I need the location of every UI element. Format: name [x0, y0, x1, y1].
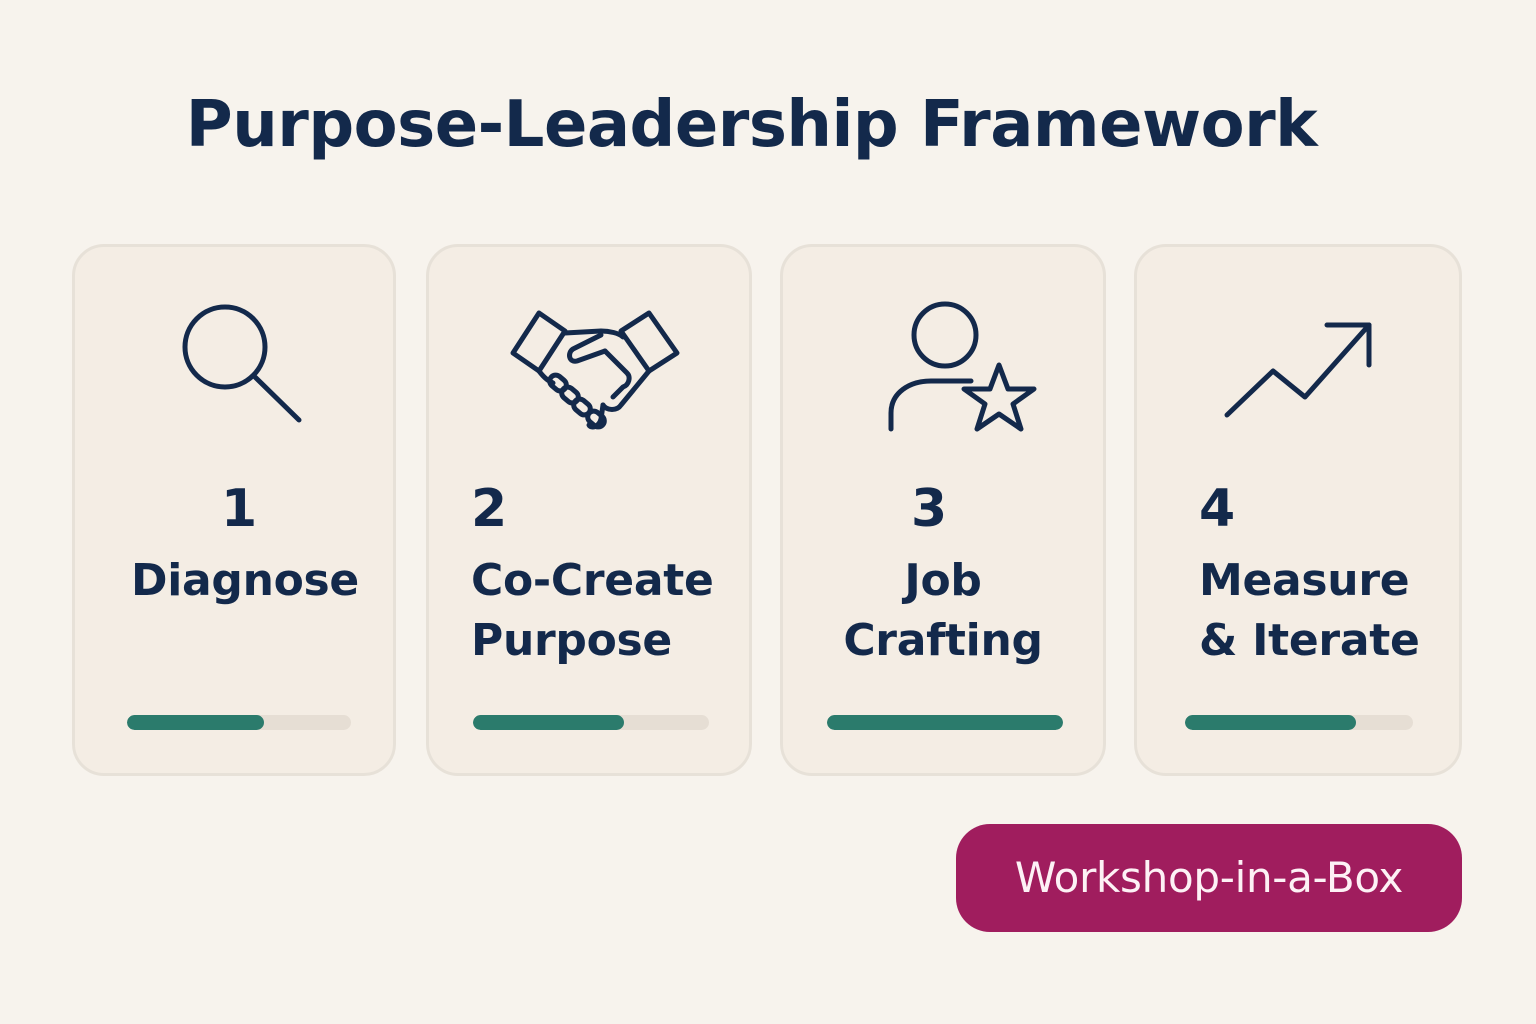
step-number: 2	[471, 479, 508, 539]
step-label: Measure & Iterate	[1199, 555, 1420, 666]
step-card-3: 3 Job Crafting	[780, 244, 1106, 776]
progress-fill	[1185, 715, 1356, 730]
page-title: Purpose-Leadership Framework	[185, 88, 1318, 162]
step-card-1: 1 Diagnose	[72, 244, 396, 776]
step-label: Co-Create Purpose	[471, 555, 714, 666]
progress-fill	[827, 715, 1063, 730]
magnifying-glass-icon	[181, 301, 303, 425]
step-card-2: 2 Co-Create Purpose	[426, 244, 752, 776]
step-number: 1	[221, 479, 258, 539]
step-number: 4	[1199, 479, 1236, 539]
workshop-in-a-box-button[interactable]: Workshop-in-a-Box	[956, 824, 1462, 932]
progress-bar	[1185, 715, 1413, 730]
progress-fill	[127, 715, 264, 730]
progress-bar	[127, 715, 351, 730]
progress-bar	[827, 715, 1063, 730]
progress-bar	[473, 715, 709, 730]
progress-fill	[473, 715, 625, 730]
trending-up-arrow-icon	[1223, 319, 1373, 419]
step-label: Diagnose	[131, 555, 359, 606]
person-star-icon	[887, 301, 1043, 435]
step-label: Job Crafting	[843, 555, 1043, 666]
step-number: 3	[911, 479, 948, 539]
step-card-4: 4 Measure & Iterate	[1134, 244, 1462, 776]
handshake-icon	[509, 307, 681, 437]
